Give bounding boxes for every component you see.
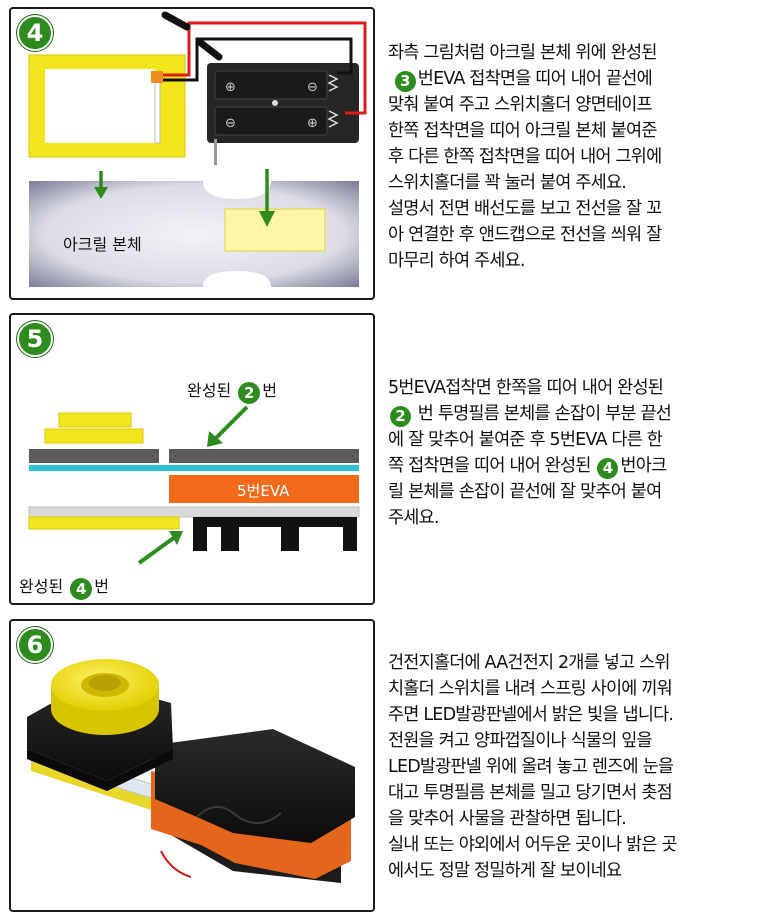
eva-5-layer — [169, 475, 359, 503]
desc-line: 후 다른 한쪽 접착면을 띠어 내어 그위에 — [388, 147, 662, 167]
desc-line: 대고 투명필름 본체를 밀고 당기면서 촛점 — [388, 783, 673, 803]
step-number-badge: 6 — [17, 627, 53, 663]
completed-4-body — [28, 506, 360, 518]
step-5-description: 5번EVA접착면 한쪽을 띠어 내어 완성된 2 번 투명필름 본체를 손잡이 … — [388, 375, 754, 531]
step-5-illustration — [28, 405, 360, 565]
desc-line: 전원을 켜고 양파껍질이나 식물의 잎을 — [388, 731, 653, 751]
arrow-icon — [137, 405, 249, 565]
step-number-badge: 5 — [17, 321, 53, 357]
adhesive-pad — [224, 208, 326, 252]
step-ref-badge: 4 — [597, 458, 619, 479]
step-ref-badge: 2 — [238, 382, 261, 404]
step-6-description: 건전지홀더에 AA건전지 2개를 넣고 스위 치홀더 스위치를 내려 스프링 사… — [388, 650, 754, 884]
step-4-panel: 4 ⊕ ⊖ ⊖ ⊕ — [9, 7, 375, 300]
desc-line: 에서도 정말 정밀하게 잘 보이네요 — [388, 861, 622, 881]
desc-line: 을 맞추어 사물을 관찰하면 됩니다. — [388, 809, 627, 829]
step-ref-badge: 2 — [390, 406, 411, 427]
step-ref-badge: 4 — [70, 578, 93, 600]
assembled-microscope-photo — [27, 659, 355, 883]
desc-line: LED발광판넬 위에 올려 놓고 렌즈에 눈을 — [388, 757, 674, 777]
desc-line: 스위치홀더를 꽉 눌러 붙여 주세요. — [388, 173, 627, 193]
desc-line: 건전지홀더에 AA건전지 2개를 넣고 스위 — [388, 653, 671, 673]
red-wire — [161, 21, 367, 115]
step-6-panel: 6 — [9, 619, 375, 912]
step-4-illustration: ⊕ ⊖ ⊖ ⊕ — [28, 11, 367, 287]
desc-line: 맞춰 붙여 주고 스위치홀더 양면테이프 — [388, 95, 653, 115]
desc-line: 주세요. — [388, 508, 439, 528]
battery-holder — [193, 517, 357, 551]
desc-line: 릴 본체를 손잡이 끝선에 잘 맞추어 붙여 — [388, 482, 662, 502]
desc-line: 아 연결한 후 앤드캡으로 전선을 씌워 잘 — [388, 225, 662, 245]
acrylic-body — [29, 181, 359, 287]
step-ref-badge: 3 — [394, 71, 416, 92]
desc-line: 치홀더 스위치를 내려 스프링 사이에 끼워 — [388, 679, 673, 699]
completed-2-body — [169, 449, 359, 463]
acrylic-body-label: 아크릴 본체 — [63, 235, 142, 254]
desc-line: 에 잘 맞추어 붙여준 후 5번EVA 다른 한 — [388, 430, 663, 450]
transparent-film — [29, 465, 359, 471]
lens-top — [58, 412, 132, 428]
eva-5-label: 5번EVA — [237, 482, 290, 500]
black-wire — [161, 37, 353, 82]
svg-text:⊖: ⊖ — [225, 116, 236, 131]
desc-line: 2 번 투명필름 본체를 손잡이 부분 끝선 — [388, 401, 754, 427]
desc-line: 설명서 전면 배선도를 보고 전선을 잘 꼬 — [388, 199, 662, 219]
lens-mid — [44, 428, 144, 444]
desc-line: 한쪽 접착면을 띠어 아크릴 본체 붙여준 — [388, 121, 657, 141]
step-number-badge: 4 — [17, 15, 53, 51]
svg-text:⊕: ⊕ — [225, 80, 236, 95]
desc-line: 5번EVA접착면 한쪽을 띠어 내어 완성된 — [388, 378, 664, 398]
svg-text:⊖: ⊖ — [307, 80, 318, 95]
desc-line: 실내 또는 야외에서 어두운 곳이나 밝은 곳 — [388, 835, 677, 855]
arrow-down-icon — [94, 169, 275, 227]
svg-text:⊕: ⊕ — [307, 116, 318, 131]
desc-line: 좌측 그림처럼 아크릴 본체 위에 완성된 — [388, 43, 657, 63]
desc-line: 주면 LED발광판넬에서 밝은 빛을 냅니다. — [388, 705, 674, 725]
desc-line: 마무리 하여 주세요. — [388, 251, 526, 271]
